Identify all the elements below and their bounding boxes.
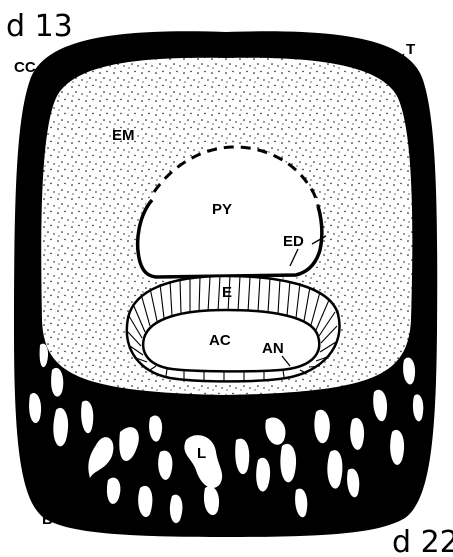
label-e: E xyxy=(222,284,232,301)
label-ed: ED xyxy=(283,233,304,250)
label-em: EM xyxy=(112,127,135,144)
stage-label-d13: d 13 xyxy=(6,9,73,44)
label-an: AN xyxy=(262,340,284,357)
label-cc: CC xyxy=(14,59,36,76)
label-bc: BC xyxy=(42,511,64,528)
label-py: PY xyxy=(212,201,232,218)
label-ac: AC xyxy=(209,332,231,349)
label-t: T xyxy=(406,41,415,58)
label-l: L xyxy=(197,445,206,462)
stage-label-d22: d 22 xyxy=(392,525,453,557)
amniotic-cavity xyxy=(143,310,319,371)
